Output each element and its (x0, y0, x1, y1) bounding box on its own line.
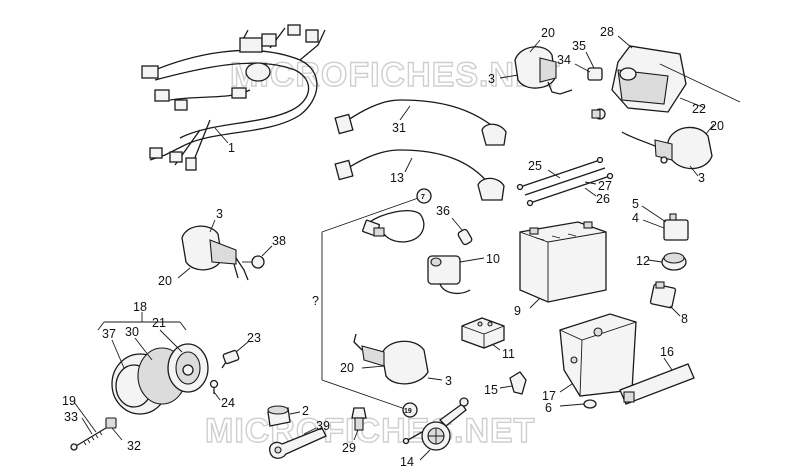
callout-37: 37 (102, 327, 116, 341)
callout-12: 12 (636, 254, 650, 268)
bulb-holder (587, 67, 606, 120)
cable-13 (334, 149, 505, 201)
callout-34: 34 (557, 53, 571, 67)
callout-2: 2 (302, 404, 309, 418)
tail-light (611, 45, 687, 113)
watermark-bottom: MICROFICHES.NET (205, 412, 535, 450)
callout-6: 6 (545, 401, 552, 415)
callout-32: 32 (127, 439, 141, 453)
callout-15: 15 (484, 383, 498, 397)
connector-15 (509, 371, 527, 395)
front-indicator-left (514, 46, 573, 95)
battery (519, 221, 607, 303)
bolt-23 (221, 349, 240, 369)
callout-8: 8 (681, 312, 688, 326)
callout-20-left: 20 (158, 274, 172, 288)
bracket-39 (269, 427, 327, 459)
bolt-33 (70, 417, 117, 451)
callout-20-right: 20 (710, 119, 724, 133)
callout-38: 38 (272, 234, 286, 248)
rubber-mount-12 (661, 252, 687, 271)
callout-13: 13 (390, 171, 404, 185)
callout-36: 36 (436, 204, 450, 218)
callout-35: 35 (572, 39, 586, 53)
callout-19-left: 19 (62, 394, 76, 408)
callout-21: 21 (152, 316, 166, 330)
callout-3-top: 3 (488, 72, 495, 86)
callout-7: 7 (421, 194, 425, 201)
callout-19-circle-label: 19 (404, 408, 412, 415)
callout-24: 24 (221, 396, 235, 410)
callout-10: 10 (486, 252, 500, 266)
callout-7-circle (416, 188, 432, 204)
callout-39: 39 (316, 419, 330, 433)
callout-20-top: 20 (541, 26, 555, 40)
callout-3-right: 3 (698, 171, 705, 185)
callout-3-lower: 3 (445, 374, 452, 388)
front-indicator-right (621, 126, 713, 170)
wiring-harness (141, 24, 326, 171)
callout-19-circle (402, 402, 418, 418)
cable-straps (516, 156, 614, 207)
fuse-36 (457, 228, 473, 246)
flasher-10 (427, 255, 471, 295)
callout-22: 22 (692, 102, 706, 116)
callout-31: 31 (392, 121, 406, 135)
regulator-11 (461, 317, 505, 349)
callout-1: 1 (228, 141, 235, 155)
battery-tray (559, 313, 637, 397)
callout-5: 5 (632, 197, 639, 211)
sensor-29 (351, 407, 367, 431)
watermark-top: MICROFICHES.NET (230, 56, 560, 94)
rear-indicator-right (353, 333, 429, 385)
callout-11: 11 (502, 347, 515, 361)
rubber-6 (583, 399, 597, 409)
callout-26: 26 (596, 192, 610, 206)
callout-9: 9 (514, 304, 521, 318)
rear-indicator-left (181, 225, 249, 281)
callout-27: 27 (598, 179, 612, 193)
headlight-assembly (111, 343, 209, 415)
switch-2 (267, 405, 291, 427)
strap-16 (619, 363, 695, 405)
callout-3-left: 3 (216, 207, 223, 221)
screw-24 (209, 379, 219, 394)
cable-31 (334, 99, 507, 146)
horn-14 (402, 397, 469, 451)
callout-28: 28 (600, 25, 614, 39)
callout-25: 25 (528, 159, 542, 173)
callout-20-lower: 20 (340, 361, 354, 375)
callout-30: 30 (125, 325, 139, 339)
callout-18: 18 (133, 300, 147, 314)
optional-group-bracket (321, 195, 425, 411)
callout-16: 16 (660, 345, 674, 359)
relay-8 (649, 281, 677, 309)
callout-33: 33 (64, 410, 78, 424)
callout-4: 4 (632, 211, 639, 225)
callout-23: 23 (247, 331, 261, 345)
callout-29: 29 (342, 441, 356, 455)
callout-17: 17 (542, 389, 556, 403)
nut-38 (242, 255, 265, 269)
callout-question: ? (312, 294, 319, 308)
callout-14: 14 (400, 455, 414, 469)
wire-7 (362, 210, 425, 243)
relay-5-4 (663, 213, 689, 241)
